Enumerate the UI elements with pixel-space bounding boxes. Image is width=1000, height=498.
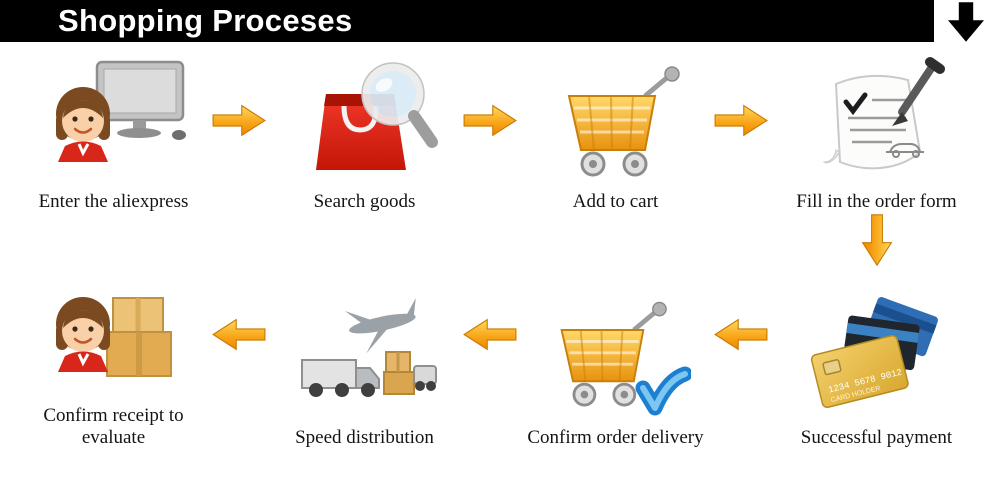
step-label: Enter the aliexpress [38, 191, 189, 212]
step-confirm-order-delivery: Confirm order delivery [523, 292, 708, 448]
step-confirm-receipt: Confirm receipt to evaluate [21, 270, 206, 448]
flow-arrow-down-icon [774, 212, 979, 268]
cart-check-icon [541, 292, 691, 422]
page-title: Shopping Proceses [58, 3, 353, 38]
person-boxes-icon [39, 270, 189, 400]
step-label: Confirm receipt to evaluate [43, 405, 184, 448]
step-label: Fill in the order form [796, 191, 957, 212]
flow-arrow-right-icon [206, 102, 272, 139]
step-speed-distribution: Speed distribution [272, 292, 457, 448]
step-search-goods: Search goods [272, 56, 457, 212]
flow-row-down [21, 212, 979, 268]
step-label: Successful payment [800, 426, 953, 448]
flow-arrow-left-icon [457, 316, 523, 353]
flow-arrow-right-icon [457, 102, 523, 139]
flow-row-2: Confirm receipt to evaluate [21, 270, 979, 448]
step-label: Confirm order delivery [527, 426, 704, 448]
spacer [21, 212, 774, 268]
flow-arrow-left-icon [206, 316, 272, 353]
step-label: Add to cart [572, 191, 659, 212]
step-label: Speed distribution [295, 426, 434, 448]
step-successful-payment: 1234 5678 9012 CARD HOLDER Successful pa… [774, 292, 979, 448]
flow-arrow-left-icon [708, 316, 774, 353]
step-enter-aliexpress: Enter the aliexpress [21, 56, 206, 212]
logistics-icon [290, 292, 440, 422]
header-down-arrow-icon [948, 2, 984, 42]
shopping-cart-icon [541, 56, 691, 186]
bag-magnifier-icon [290, 56, 440, 186]
credit-cards-icon: 1234 5678 9012 CARD HOLDER [802, 292, 952, 422]
flow-row-1: Enter the aliexpress S [21, 56, 979, 212]
process-flow: Enter the aliexpress S [0, 42, 1000, 448]
step-fill-order-form: Fill in the order form [774, 56, 979, 212]
user-computer-icon [39, 56, 189, 186]
title-bar: Shopping Proceses [0, 0, 934, 42]
order-form-icon [802, 56, 952, 186]
flow-arrow-right-icon [708, 102, 774, 139]
step-label: Search goods [313, 191, 416, 212]
step-add-to-cart: Add to cart [523, 56, 708, 212]
